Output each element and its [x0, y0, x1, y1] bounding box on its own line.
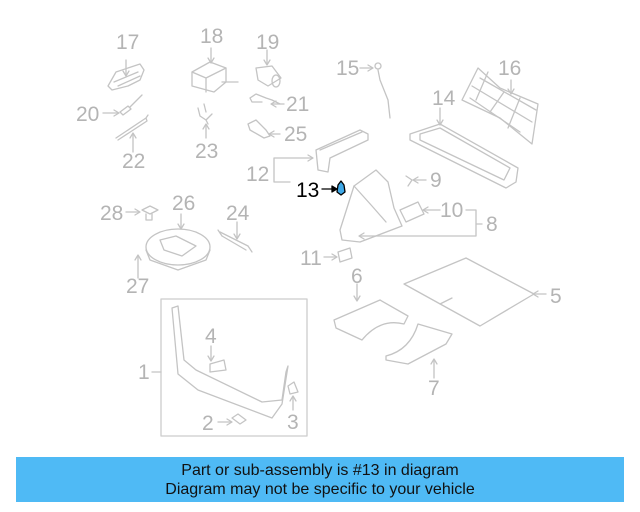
callout-2: 2: [202, 412, 214, 435]
part-26-tray: [134, 213, 211, 279]
callout-8: 8: [486, 213, 498, 236]
callout-26: 26: [172, 192, 196, 215]
part-6-cover: [333, 283, 409, 341]
part-19-cylinder: [255, 49, 282, 88]
callout-18: 18: [200, 25, 224, 48]
part-12-trim: [273, 129, 369, 183]
part-15-rod: [359, 62, 391, 119]
callout-1: 1: [138, 361, 150, 384]
callout-28: 28: [100, 202, 124, 225]
callout-15: 15: [336, 57, 360, 80]
banner-line-disclaimer: Diagram may not be specific to your vehi…: [165, 481, 475, 498]
part-8-side-trim: [339, 169, 483, 243]
banner-line-part-number: Part or sub-assembly is #13 in diagram: [181, 462, 459, 479]
callout-23: 23: [195, 140, 219, 163]
part-16-net: [461, 67, 539, 145]
callout-10: 10: [440, 199, 464, 222]
callout-12: 12: [246, 163, 270, 186]
part-24-wrench: [217, 221, 253, 253]
callout-21: 21: [286, 93, 310, 116]
part-18-box: [191, 47, 239, 93]
part-1-trim: [171, 305, 299, 426]
callout-20: 20: [76, 103, 100, 126]
part-25-bracket: [247, 119, 281, 139]
part-7-cover: [385, 323, 453, 379]
callout-11: 11: [300, 247, 322, 270]
part-23-clip: [197, 103, 213, 139]
callout-27: 27: [126, 275, 150, 298]
callout-14: 14: [432, 87, 456, 110]
callout-13[interactable]: 13: [296, 179, 320, 202]
part-20-pipe: [102, 94, 143, 117]
callout-25: 25: [284, 123, 308, 146]
callout-19: 19: [256, 31, 280, 54]
part-9-clip: [405, 175, 427, 187]
part-11-clip: [323, 247, 353, 263]
sub-assembly-box: [160, 298, 308, 437]
callout-17: 17: [116, 31, 140, 54]
callout-22: 22: [122, 150, 146, 173]
part-14-shelf: [409, 107, 519, 189]
callout-24: 24: [226, 202, 250, 225]
callout-3: 3: [287, 411, 299, 434]
callout-16: 16: [498, 57, 522, 80]
part-5-mat: [403, 257, 547, 327]
part-21-hook: [249, 93, 285, 108]
callout-6: 6: [351, 265, 363, 288]
part-17-tool-holder: [107, 59, 145, 91]
info-banner: Part or sub-assembly is #13 in diagram D…: [16, 457, 624, 502]
part-28-bolt: [125, 205, 159, 221]
callout-9: 9: [430, 169, 442, 192]
part-13-highlight[interactable]: [321, 180, 346, 196]
callout-7: 7: [428, 377, 440, 400]
callout-4: 4: [205, 325, 217, 348]
callout-5: 5: [550, 285, 562, 308]
part-22-bar: [115, 114, 149, 153]
